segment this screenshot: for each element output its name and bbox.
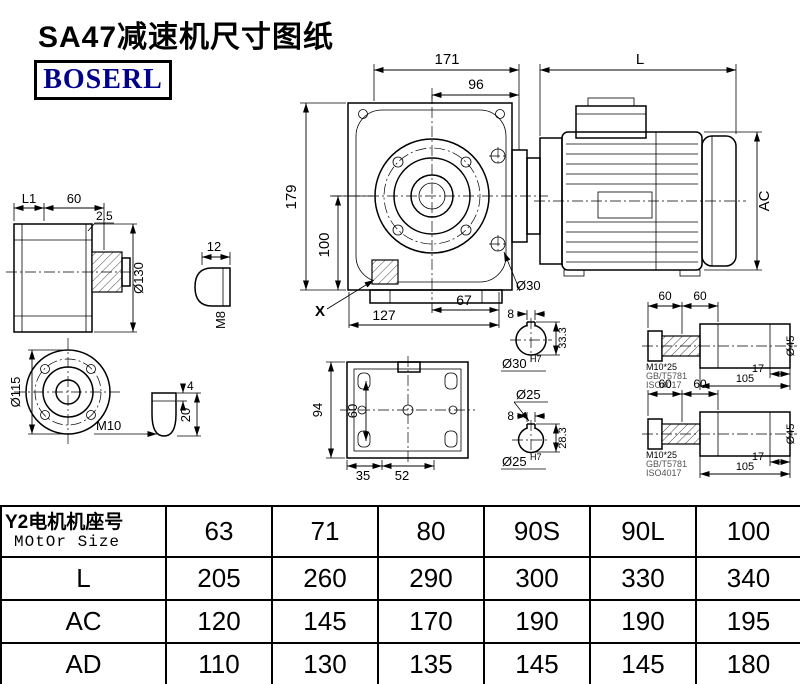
spec-table: Y2电机机座号 MOtOr Size 63 71 80 90S 90L 100 … bbox=[0, 505, 800, 684]
dim-100-label: 100 bbox=[316, 232, 333, 257]
dim-94-label: 94 bbox=[310, 403, 325, 417]
bore-25-label: Ø25 bbox=[502, 454, 527, 469]
dim-105-label: 105 bbox=[736, 373, 754, 385]
dim-105-label: 105 bbox=[736, 461, 754, 473]
dim-28-3-label: 28.3 bbox=[557, 427, 569, 448]
dim-m10-label: M10 bbox=[96, 418, 121, 433]
table-cell: 71 bbox=[271, 505, 379, 558]
bore-25-fit-label: H7 bbox=[530, 452, 542, 462]
table-cell: 260 bbox=[271, 556, 379, 601]
table-cell: 135 bbox=[377, 642, 485, 684]
table-header-row: Y2电机机座号 MOtOr Size 63 71 80 90S 90L 100 bbox=[0, 505, 800, 558]
shaft-side-30: 60 60 M10*25 GB/T5781 ISO4017 17 105 Ø45 bbox=[642, 289, 797, 390]
table-cell: 195 bbox=[695, 599, 800, 644]
dim-60-label: 60 bbox=[67, 191, 81, 206]
label-x: X bbox=[315, 303, 325, 320]
table-cell: 190 bbox=[589, 599, 697, 644]
table-cell: 145 bbox=[589, 642, 697, 684]
dim-17-label: 17 bbox=[752, 363, 764, 375]
header-label-cn: Y2电机机座号 bbox=[5, 511, 124, 533]
shaft-section-25: Ø25 8 28.3 Ø25 H7 bbox=[501, 387, 569, 470]
dim-8b-label: 8 bbox=[507, 409, 514, 423]
table-cell: 190 bbox=[483, 599, 591, 644]
table-cell: 90S bbox=[483, 505, 591, 558]
bolt-std1-label: GB/T5781 bbox=[646, 459, 687, 469]
dim-33-3-label: 33.3 bbox=[557, 327, 569, 348]
table-cell: 340 bbox=[695, 556, 800, 601]
table-cell: 90L bbox=[589, 505, 697, 558]
bore-30-fit-label: H7 bbox=[530, 354, 542, 364]
table-row-ac: AC 120 145 170 190 190 195 bbox=[0, 599, 800, 644]
bottom-view: 94 60 35 52 bbox=[310, 356, 475, 483]
dim-35-label: 35 bbox=[356, 468, 370, 483]
bolt-std1-label: GB/T5781 bbox=[646, 371, 687, 381]
motor-view: L AC bbox=[534, 51, 773, 277]
table-cell: 130 bbox=[271, 642, 379, 684]
table-cell: 63 bbox=[165, 505, 273, 558]
table-cell: 300 bbox=[483, 556, 591, 601]
bolt-spec-label: M10*25 bbox=[646, 450, 677, 460]
header-label-en: MOtOr Size bbox=[14, 532, 121, 551]
row-label: L bbox=[0, 556, 167, 601]
dim-m8-label: M8 bbox=[213, 311, 228, 329]
dim-d30-label: Ø30 bbox=[516, 278, 541, 293]
row-label: AC bbox=[0, 599, 167, 644]
dim-d45-label: Ø45 bbox=[785, 336, 797, 357]
dim-d25-label: Ø25 bbox=[516, 387, 541, 402]
dim-l1-label: L1 bbox=[22, 191, 36, 206]
dim-d130-label: Ø130 bbox=[131, 262, 146, 294]
side-view: L1 60 2.5 Ø130 bbox=[6, 191, 146, 333]
dim-171-label: 171 bbox=[434, 51, 459, 68]
table-cell: 330 bbox=[589, 556, 697, 601]
table-cell: 120 bbox=[165, 599, 273, 644]
dim-60b-label: 60 bbox=[345, 404, 360, 418]
dim-60a-label: 60 bbox=[658, 289, 672, 303]
dim-20-label: 20 bbox=[178, 408, 193, 422]
key-detail-small: 12 M8 bbox=[194, 239, 231, 329]
front-view: 171 96 179 100 67 127 X bbox=[283, 51, 548, 328]
logo: BOSERL bbox=[34, 60, 172, 100]
table-cell: 110 bbox=[165, 642, 273, 684]
table-cell: 180 bbox=[695, 642, 800, 684]
table-cell: 145 bbox=[483, 642, 591, 684]
dim-ac-label: AC bbox=[756, 190, 773, 211]
table-cell: 80 bbox=[377, 505, 485, 558]
dim-96-label: 96 bbox=[468, 76, 484, 92]
dim-67-label: 67 bbox=[456, 292, 472, 308]
bolt-std2-label: ISO4017 bbox=[646, 380, 682, 390]
row-label: AD bbox=[0, 642, 167, 684]
table-cell: 205 bbox=[165, 556, 273, 601]
dim-d45-label: Ø45 bbox=[785, 424, 797, 445]
dim-motor-l-label: L bbox=[636, 51, 644, 68]
page-title: SA47减速机尺寸图纸 bbox=[38, 21, 335, 54]
dim-60b-label: 60 bbox=[693, 377, 707, 391]
table-row-l: L 205 260 290 300 330 340 bbox=[0, 556, 800, 601]
table-cell: 170 bbox=[377, 599, 485, 644]
dim-179-label: 179 bbox=[283, 184, 300, 209]
dim-17-label: 17 bbox=[752, 451, 764, 463]
dim-2-5-label: 2.5 bbox=[96, 209, 113, 223]
key-detail-large: 4 20 bbox=[151, 379, 201, 437]
bore-30-label: Ø30 bbox=[502, 356, 527, 371]
bolt-spec-label: M10*25 bbox=[646, 362, 677, 372]
table-cell: 145 bbox=[271, 599, 379, 644]
motor-size-header-cell: Y2电机机座号 MOtOr Size bbox=[0, 505, 167, 558]
dim-4-label: 4 bbox=[187, 379, 194, 393]
dim-60a-label: 60 bbox=[658, 377, 672, 391]
shaft-side-25: 60 60 M10*25 GB/T5781 ISO4017 17 105 Ø45 bbox=[642, 377, 797, 478]
dim-60b-label: 60 bbox=[693, 289, 707, 303]
flange-view: Ø115 M10 bbox=[8, 338, 157, 446]
dim-52-label: 52 bbox=[395, 468, 409, 483]
shaft-section-30: 8 33.3 Ø30 H7 bbox=[501, 307, 569, 372]
table-cell: 100 bbox=[695, 505, 800, 558]
dim-127-label: 127 bbox=[372, 307, 396, 323]
dim-8-label: 8 bbox=[507, 307, 514, 321]
dim-d115-label: Ø115 bbox=[8, 377, 23, 408]
drawing-canvas: L1 60 2.5 Ø130 Ø115 bbox=[6, 51, 797, 483]
table-row-ad: AD 110 130 135 145 145 180 bbox=[0, 642, 800, 684]
bolt-std2-label: ISO4017 bbox=[646, 468, 682, 478]
dim-12-label: 12 bbox=[207, 239, 221, 254]
table-cell: 290 bbox=[377, 556, 485, 601]
